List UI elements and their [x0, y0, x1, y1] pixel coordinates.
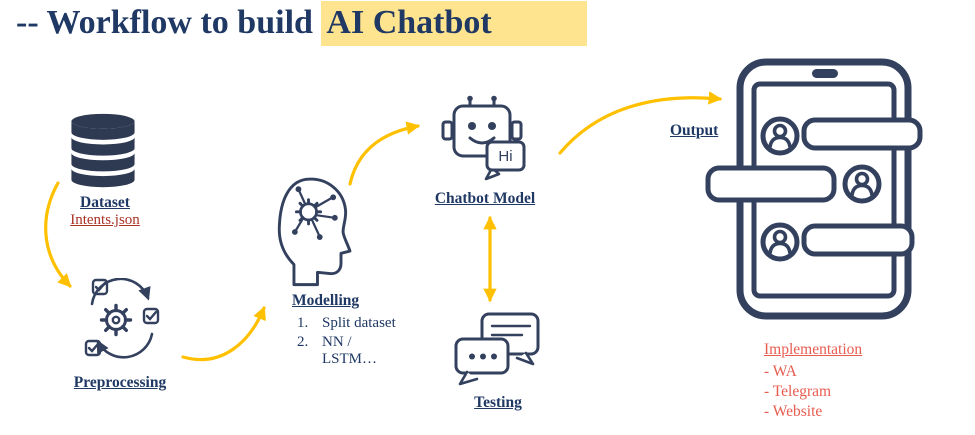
dataset-label: Dataset: [80, 194, 130, 211]
implementation-item-website: - Website: [764, 403, 823, 420]
preprocessing-icon: [84, 278, 160, 359]
testing-label: Testing: [474, 394, 522, 411]
implementation-block: Implementation - WA - Telegram - Website: [764, 340, 862, 422]
database-icon: [71, 113, 135, 188]
arrow-preprocessing-to-modelling: [181, 306, 266, 362]
modelling-steps: Split dataset NN / LSTM…: [294, 315, 442, 370]
slide-title-prefix: -- Workflow to build: [16, 4, 322, 41]
modelling-icon: [277, 177, 352, 287]
chatbot-model-label: Chatbot Model: [434, 190, 536, 207]
modelling-step-2: NN / LSTM…: [312, 334, 442, 368]
testing-icon: [454, 312, 540, 386]
dataset-filename: Intents.json: [70, 212, 140, 228]
modelling-label: Modelling: [292, 292, 360, 309]
implementation-label: Implementation: [764, 341, 863, 358]
slide-title: -- Workflow to build AI Chatbot: [16, 1, 587, 46]
implementation-item-wa: - WA: [764, 363, 797, 380]
preprocessing-label: Preprocessing: [73, 374, 167, 391]
arrow-modelling-to-chatbot: [348, 121, 420, 186]
modelling-step-1: Split dataset: [312, 315, 442, 332]
smartphone-chat-icon: [705, 58, 923, 320]
title-highlight: AI Chatbot: [321, 1, 587, 46]
chatbot-bubble-text: Hi: [498, 148, 512, 165]
implementation-item-telegram: - Telegram: [764, 383, 832, 400]
chatbot-model-icon: Hi: [441, 95, 526, 181]
